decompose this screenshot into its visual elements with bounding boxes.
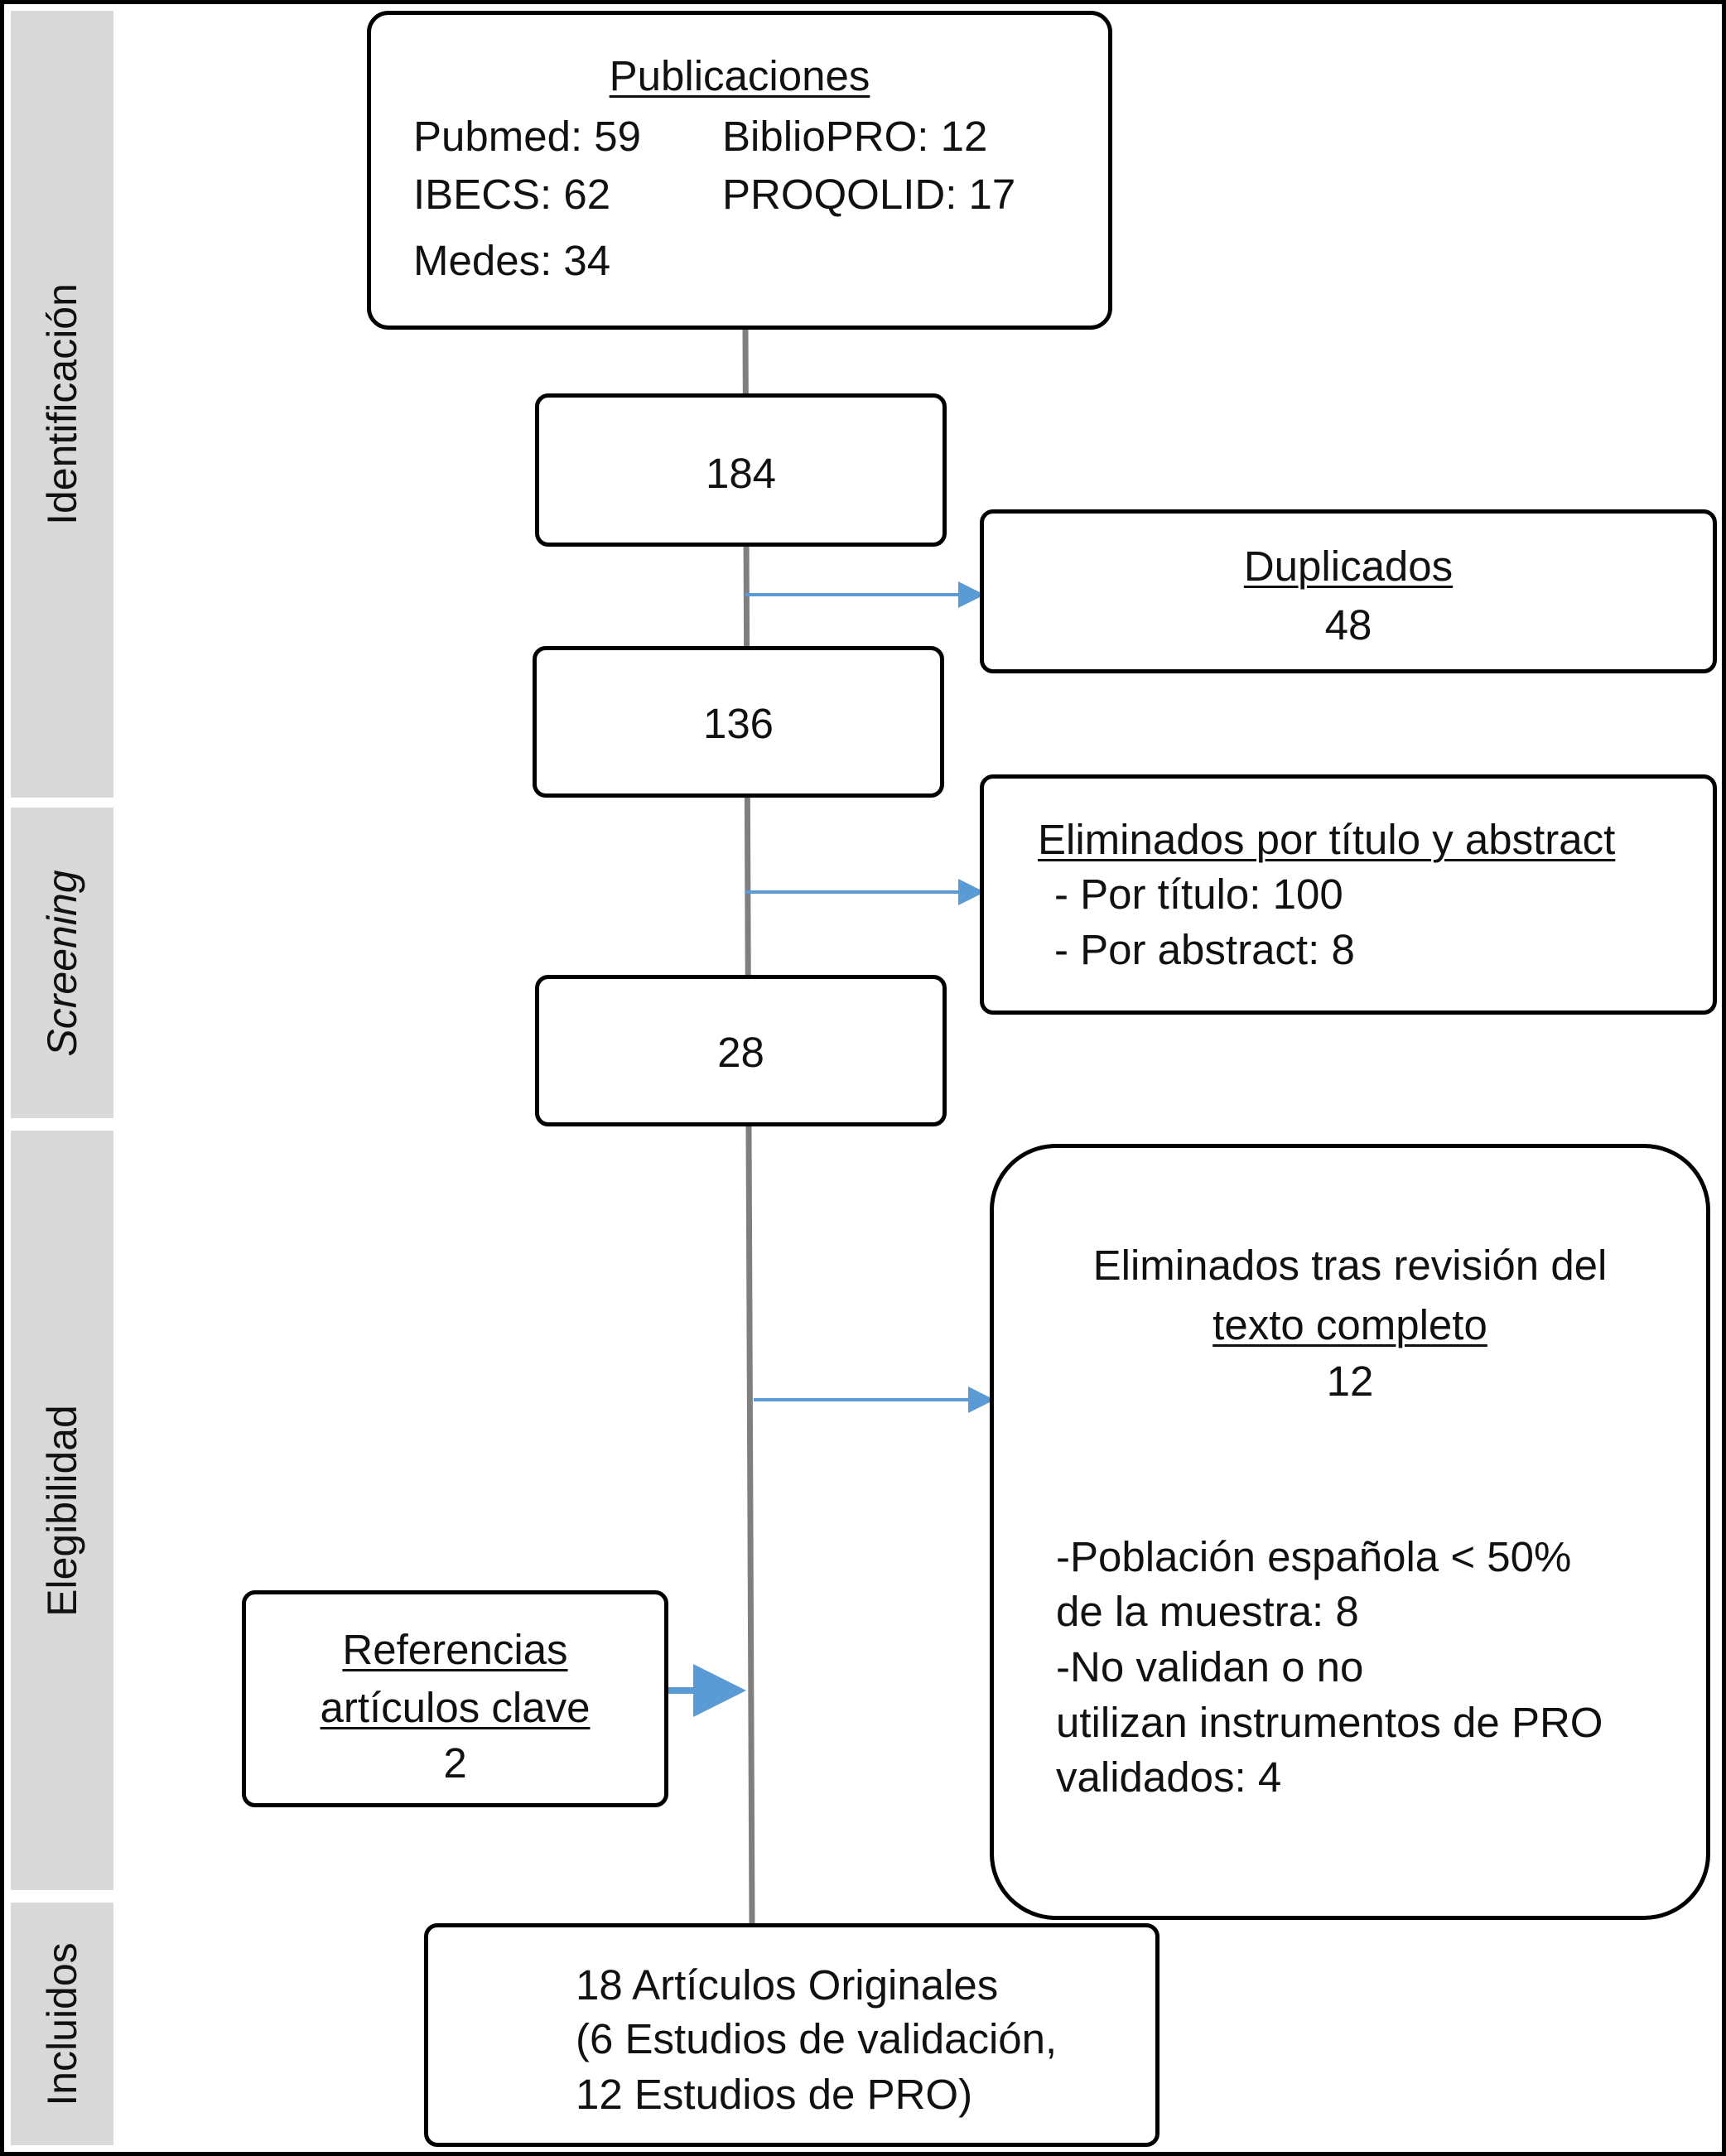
references-value: 2	[443, 1739, 467, 1787]
fulltext-excluded-line2: texto completo	[1213, 1301, 1487, 1348]
count-value: 184	[705, 450, 777, 497]
references-line2: artículos clave	[320, 1684, 591, 1731]
references-box: Referencias artículos clave 2	[242, 1590, 668, 1807]
sources-box: Publicaciones Pubmed: 59 BiblioPRO: 12 I…	[367, 11, 1112, 330]
source-proqolid: PROQOLID: 17	[722, 171, 1016, 218]
source-medes: Medes: 34	[413, 237, 611, 284]
count-box-184: 184	[535, 393, 947, 547]
phase-band-eligibility: Elegibilidad	[11, 1131, 113, 1890]
screened-out-title: Eliminados por título y abstract	[1038, 816, 1616, 863]
duplicates-title: Duplicados	[1243, 543, 1454, 590]
sources-title: Publicaciones	[609, 52, 870, 99]
fulltext-reason1b: de la muestra: 8	[1056, 1588, 1359, 1635]
included-line3: 12 Estudios de PRO)	[576, 2071, 973, 2118]
fulltext-reason2c: validados: 4	[1056, 1753, 1282, 1801]
count-value: 136	[702, 700, 774, 747]
source-ibecs: IBECS: 62	[413, 171, 611, 218]
fulltext-excluded-line1: Eliminados tras revisión del	[1092, 1242, 1608, 1289]
screened-out-box: Eliminados por título y abstract - Por t…	[980, 774, 1717, 1015]
fulltext-reason2b: utilizan instrumentos de PRO	[1056, 1699, 1603, 1746]
screened-out-by-title: - Por título: 100	[1054, 871, 1343, 918]
fulltext-excluded-line2-wrap: texto completo	[994, 1299, 1706, 1352]
duplicates-box: Duplicados 48	[980, 509, 1717, 673]
fulltext-excluded-value: 12	[1326, 1358, 1374, 1405]
source-pubmed: Pubmed: 59	[413, 113, 642, 160]
phase-band-identification: Identificación	[11, 11, 113, 798]
duplicates-value: 48	[1324, 601, 1372, 649]
fulltext-excluded-box: Eliminados tras revisión del texto compl…	[990, 1144, 1710, 1920]
trunk-line	[742, 326, 755, 1927]
included-line1: 18 Artículos Originales	[576, 1961, 999, 2009]
phase-band-screening: Screening	[11, 808, 113, 1118]
count-value: 28	[717, 1029, 764, 1076]
included-line2: (6 Estudios de validación,	[576, 2015, 1058, 2062]
fulltext-reason1a: -Población española < 50%	[1056, 1533, 1572, 1580]
screened-out-by-abstract: - Por abstract: 8	[1054, 926, 1355, 973]
references-line1: Referencias	[342, 1626, 568, 1673]
count-box-136: 136	[533, 646, 944, 798]
fulltext-reason2a: -No validan o no	[1056, 1643, 1364, 1691]
phase-band-included: Incluidos	[11, 1903, 113, 2145]
included-box: 18 Artículos Originales (6 Estudios de v…	[424, 1923, 1160, 2147]
source-bibliopro: BiblioPRO: 12	[722, 113, 988, 160]
count-box-28: 28	[535, 975, 947, 1126]
